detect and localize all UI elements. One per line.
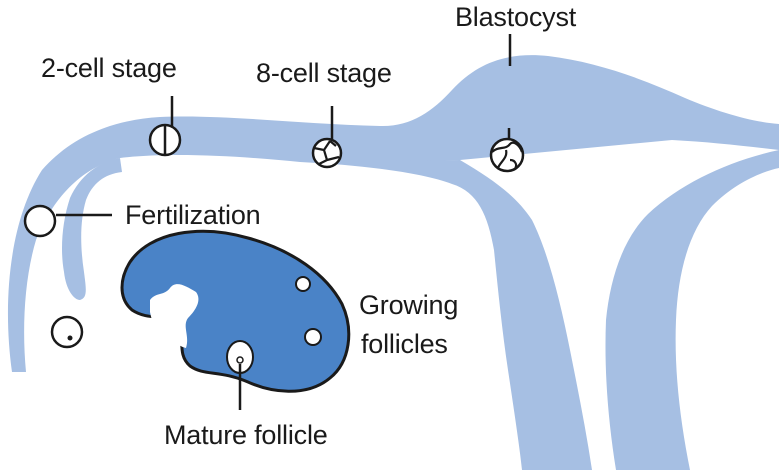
oviduct-inner-curl xyxy=(62,158,122,300)
fallopian-tube xyxy=(7,55,779,372)
mature-follicle-oocyte xyxy=(236,356,244,364)
uterus-left-wall xyxy=(300,160,592,470)
label-growing-follicles-line1: Growing xyxy=(359,290,459,320)
label-2-cell-stage: 2-cell stage xyxy=(41,53,177,83)
eight-cell-divisions xyxy=(313,140,340,165)
label-growing-follicles-line2: follicles xyxy=(361,329,448,359)
label-blastocyst: Blastocyst xyxy=(455,2,577,32)
blastocyst-inner xyxy=(491,141,524,171)
ovary-notch xyxy=(150,284,199,348)
label-8-cell-stage: 8-cell stage xyxy=(256,58,392,88)
growing-follicle xyxy=(304,328,322,346)
fertilized-egg xyxy=(23,204,57,238)
uterus-right-wall xyxy=(605,150,779,470)
label-mature-follicle: Mature follicle xyxy=(164,420,328,450)
released-egg-nucleus xyxy=(67,335,73,341)
eight-cell-embryo xyxy=(311,137,343,169)
label-fertilization: Fertilization xyxy=(125,200,261,230)
released-egg xyxy=(50,315,84,349)
growing-follicle xyxy=(295,276,311,292)
